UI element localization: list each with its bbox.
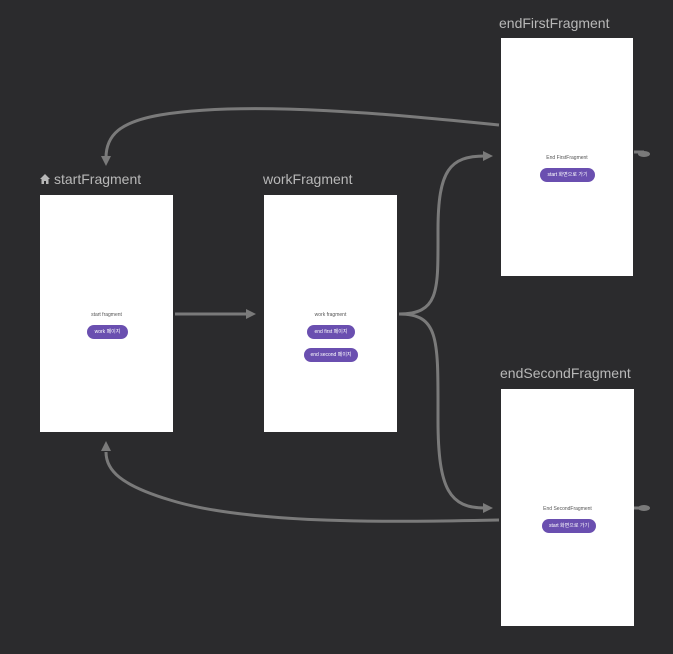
work-fragment-text: work fragment bbox=[314, 312, 347, 318]
end-second-fragment-title[interactable]: endSecondFragment bbox=[500, 365, 631, 381]
start-fragment-preview[interactable]: start fragment work 페이지 bbox=[40, 195, 173, 432]
end-second-fragment-text: End SecondFragment bbox=[543, 506, 592, 512]
work-fragment-title[interactable]: workFragment bbox=[263, 171, 353, 187]
end-second-page-button[interactable]: end second 페이지 bbox=[304, 348, 358, 362]
action-endsecond-to-start bbox=[104, 451, 500, 523]
arrowhead-start-bottom bbox=[101, 441, 111, 451]
end-first-page-button[interactable]: end first 페이지 bbox=[307, 325, 355, 339]
action-work-to-endsecond bbox=[398, 312, 486, 510]
end-second-fragment-preview[interactable]: End SecondFragment start 화면으로 가기 bbox=[501, 389, 634, 626]
end-first-fragment-title[interactable]: endFirstFragment bbox=[499, 15, 610, 31]
arrowhead-endfirst bbox=[483, 151, 493, 161]
start-fragment-title-text: startFragment bbox=[54, 171, 142, 187]
arrowhead-start-top bbox=[101, 156, 111, 166]
end-second-start-button[interactable]: start 화면으로 가기 bbox=[542, 519, 596, 533]
endfirst-out-cap bbox=[638, 151, 650, 157]
end-first-fragment-text: End FirstFragment bbox=[546, 155, 588, 161]
end-first-start-button[interactable]: start 화면으로 가기 bbox=[540, 168, 595, 182]
home-icon bbox=[39, 173, 51, 185]
arrowhead-work bbox=[246, 309, 256, 319]
start-fragment-title[interactable]: startFragment bbox=[39, 171, 141, 187]
start-fragment-text: start fragment bbox=[91, 312, 122, 318]
action-endfirst-to-start bbox=[104, 107, 500, 159]
arrowhead-endsecond bbox=[483, 503, 493, 513]
work-page-button[interactable]: work 페이지 bbox=[87, 325, 128, 339]
action-work-to-endfirst bbox=[398, 154, 486, 316]
end-first-fragment-preview[interactable]: End FirstFragment start 화면으로 가기 bbox=[501, 38, 633, 276]
endsecond-out-cap bbox=[638, 505, 650, 511]
work-fragment-preview[interactable]: work fragment end first 페이지 end second 페… bbox=[264, 195, 397, 432]
